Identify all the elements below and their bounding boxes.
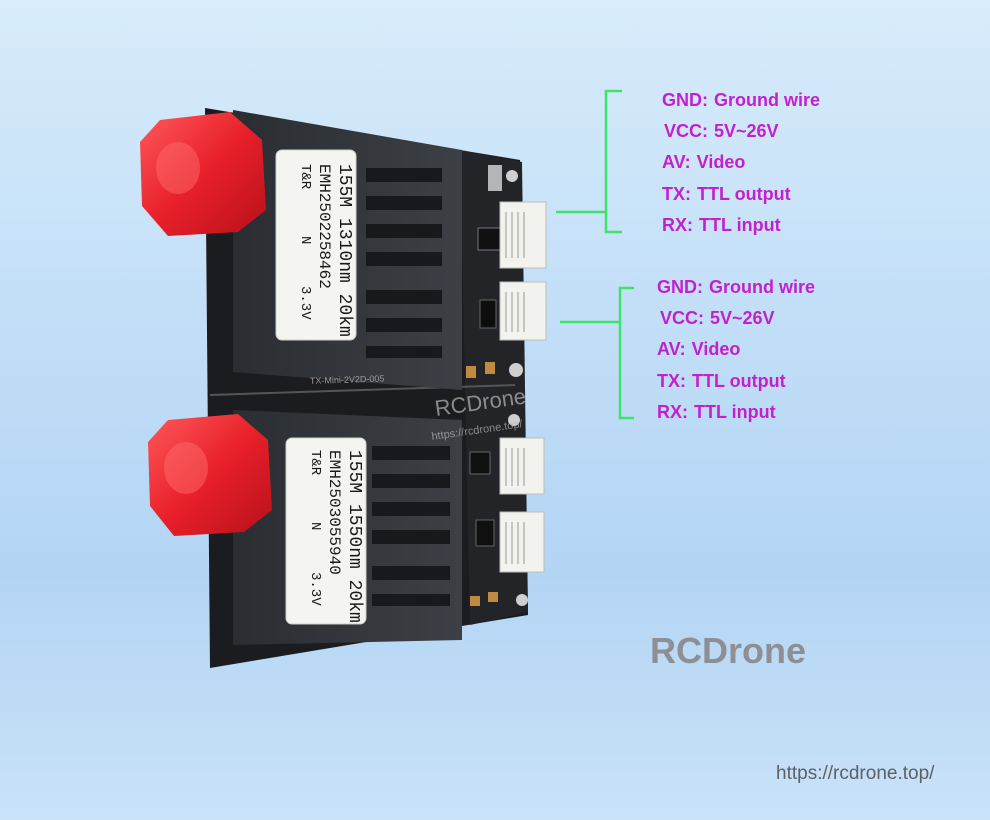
group2-label-av: AV:Video — [657, 339, 740, 360]
connectors — [499, 201, 547, 573]
pin-value: TTL output — [692, 371, 786, 391]
module-top-label: 155M 1310nm 20km EMH2502258462 T&R N 3.3… — [297, 164, 354, 337]
pin-value: Video — [696, 152, 746, 172]
pin-value: 5V~26V — [710, 308, 775, 328]
module-bottom-line2: EMH2503055940 — [325, 450, 343, 575]
pin-value: Ground wire — [709, 277, 816, 297]
red-dust-cap-top — [140, 112, 266, 236]
group1-label-rx: RX: TTL input — [662, 215, 781, 236]
module-bottom-line4: N — [307, 522, 323, 530]
group2-label-rx: RX: TTL input — [657, 402, 776, 423]
brace-top — [556, 89, 622, 234]
pin-key: AV: — [662, 152, 691, 172]
group1-label-tx: TX: TTL output — [662, 184, 791, 205]
module-bottom — [233, 410, 462, 645]
pin-value: 5V~26V — [714, 121, 779, 141]
group2-label-vcc: VCC: 5V~26V — [660, 308, 775, 329]
group1-label-vcc: VCC: 5V~26V — [664, 121, 779, 142]
board-silk-text: TX-Mini-2V2D-005 — [310, 373, 385, 386]
module-top-line2: EMH2502258462 — [315, 164, 333, 289]
pin-key: RX: — [662, 215, 693, 235]
module-top — [233, 110, 462, 390]
pin-key: GND: — [662, 90, 708, 110]
pin-value: Video — [691, 339, 741, 359]
pin-value: Ground wire — [714, 90, 821, 110]
group2-label-tx: TX: TTL output — [657, 371, 786, 392]
group2-label-gnd: GND: Ground wire — [657, 277, 815, 298]
website-url: https://rcdrone.top/ — [776, 763, 935, 784]
red-dust-cap-bottom — [148, 414, 272, 536]
pin-key: VCC: — [664, 121, 708, 141]
pin-key: AV: — [657, 339, 686, 359]
group1-label-av: AV:Video — [662, 152, 745, 173]
pin-key: TX: — [657, 371, 686, 391]
brace-bottom — [560, 286, 634, 420]
module-top-line5: 3.3V — [297, 286, 313, 320]
pin-key: GND: — [657, 277, 703, 297]
module-top-line4: N — [297, 236, 313, 244]
pin-value: TTL input — [694, 402, 776, 422]
module-top-line3: T&R — [297, 164, 313, 190]
pin-key: VCC: — [660, 308, 704, 328]
pin-value: TTL output — [697, 184, 791, 204]
module-bottom-label: 155M 1550nm 20km EMH2503055940 T&R N 3.3… — [307, 450, 364, 623]
pin-value: TTL input — [699, 215, 781, 235]
module-top-line1: 155M 1310nm 20km — [334, 164, 354, 337]
module-bottom-line3: T&R — [307, 450, 323, 476]
pin-key: TX: — [662, 184, 691, 204]
group1-label-gnd: GND: Ground wire — [662, 90, 820, 111]
brand-watermark: RCDrone — [650, 630, 807, 671]
module-bottom-line5: 3.3V — [307, 572, 323, 606]
pin-key: RX: — [657, 402, 688, 422]
module-bottom-line1: 155M 1550nm 20km — [344, 450, 364, 623]
